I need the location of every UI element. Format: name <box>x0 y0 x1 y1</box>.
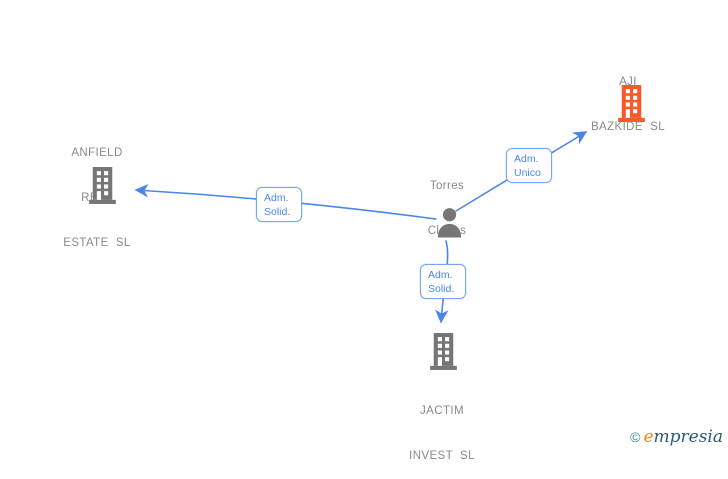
edge-label-line: Adm. <box>514 153 539 165</box>
edge-label-adm-solid-left[interactable]: Adm. Solid. <box>256 187 302 222</box>
copyright-icon: © <box>630 429 641 445</box>
node-label-line: Torres <box>429 180 465 192</box>
building-icon <box>618 85 645 122</box>
edge-label-line: Solid. <box>428 283 455 295</box>
brand-initial: e <box>643 427 654 447</box>
node-label-line: INVEST SL <box>409 450 475 462</box>
node-icon-aji-bazkide[interactable] <box>618 85 645 128</box>
edge-label-line: Adm. <box>428 269 453 281</box>
empresia-logo[interactable]: © empresia <box>630 427 723 447</box>
building-icon <box>89 167 116 204</box>
edge-label-line: Adm. <box>264 192 289 204</box>
node-label-jactim[interactable]: JACTIM INVEST SL <box>382 374 502 479</box>
edge-label-adm-solid-bottom[interactable]: Adm. Solid. <box>420 264 466 299</box>
node-label-line: ESTATE SL <box>63 237 131 249</box>
brand-wordmark: empresia <box>643 427 723 447</box>
person-icon <box>437 208 462 238</box>
node-icon-jactim[interactable] <box>430 333 457 376</box>
node-label-line: ANFIELD <box>71 147 123 159</box>
node-label-line: BAZKIDE SL <box>590 121 666 133</box>
edge-label-adm-unico[interactable]: Adm. Unico <box>506 148 552 183</box>
building-icon <box>430 333 457 370</box>
node-icon-person[interactable] <box>433 205 466 244</box>
edge-label-line: Unico <box>514 167 541 179</box>
node-icon-anfield[interactable] <box>89 167 116 210</box>
edge-label-line: Solid. <box>264 206 291 218</box>
node-label-line: JACTIM <box>420 405 464 417</box>
brand-rest: mpresia <box>653 427 724 447</box>
